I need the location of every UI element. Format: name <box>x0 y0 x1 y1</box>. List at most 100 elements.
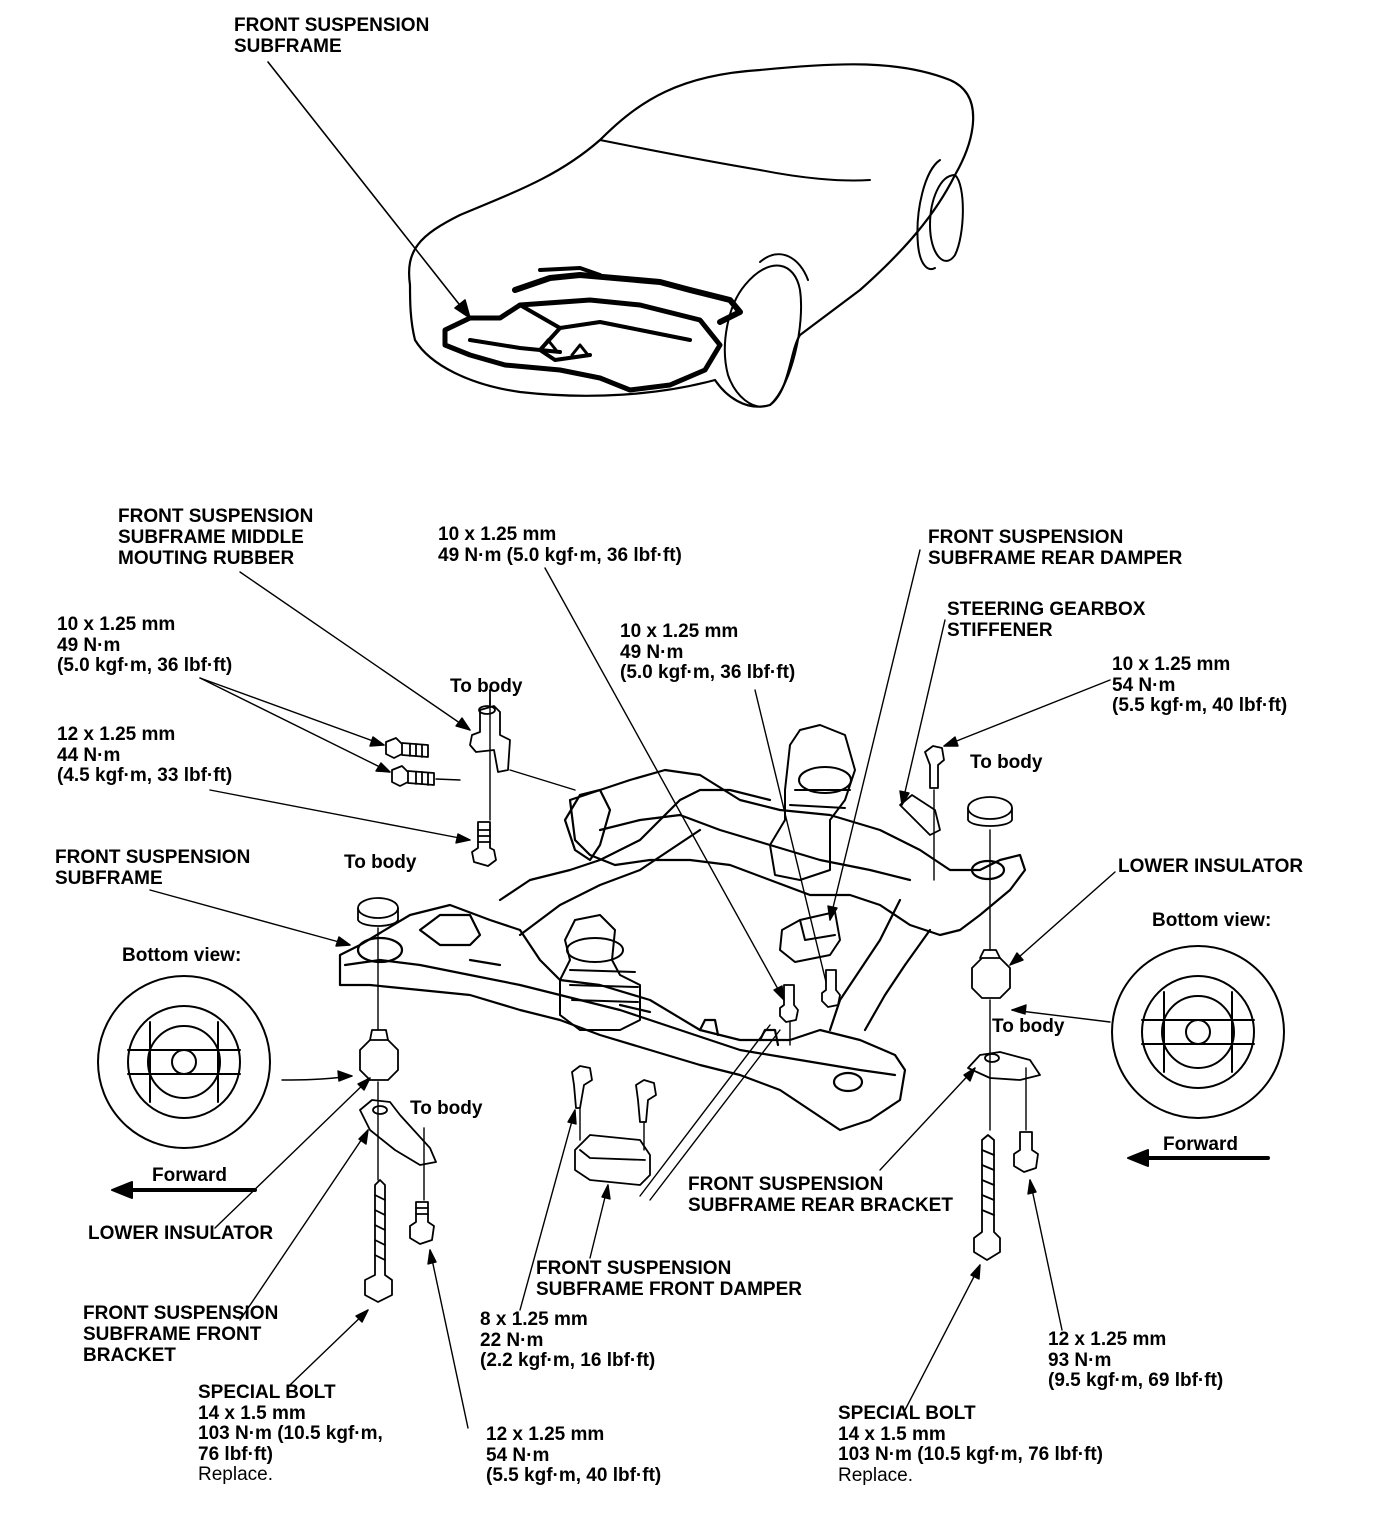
front-damper-label: FRONT SUSPENSION SUBFRAME FRONT DAMPER <box>536 1258 802 1300</box>
spec-line: (2.2 kgf·m, 16 lbf·ft) <box>480 1350 656 1371</box>
subframe-label: FRONT SUSPENSION SUBFRAME <box>55 847 250 889</box>
spec-line: (5.0 kgf·m, 36 lbf·ft) <box>57 655 233 676</box>
subframe-main <box>338 768 1027 1132</box>
front-engine-mount <box>559 914 641 1031</box>
car-leader <box>267 61 471 319</box>
car-outline <box>408 63 975 408</box>
to-body-right-top: To body <box>970 752 1043 773</box>
bottom-view-left-label: Bottom view: <box>122 945 242 966</box>
label-line: FRONT SUSPENSION <box>55 847 251 868</box>
spec-line: (9.5 kgf·m, 69 lbf·ft) <box>1048 1370 1224 1391</box>
to-body-left-bottom: To body <box>410 1098 483 1119</box>
spec-line: (4.5 kgf·m, 33 lbf·ft) <box>57 765 233 786</box>
spec-line: 10 x 1.25 mm <box>1112 654 1231 675</box>
spec-line: Replace. <box>198 1464 273 1485</box>
label-line: SUBFRAME REAR DAMPER <box>928 548 1183 569</box>
label-line: FRONT SUSPENSION <box>928 527 1124 548</box>
rear-bracket-right-part <box>967 1051 1041 1081</box>
leader-lines <box>149 549 1116 1429</box>
rear-damper-part <box>779 911 841 963</box>
spec-line: SPECIAL BOLT <box>838 1403 976 1424</box>
spec-line: 12 x 1.25 mm <box>486 1424 605 1445</box>
bolt-rear-damper-1 <box>779 984 799 1023</box>
bolt-left-upper <box>385 737 429 759</box>
label-line: SUBFRAME MIDDLE <box>118 527 304 548</box>
spec-line: 49 N·m <box>620 641 684 663</box>
label-line: SUBFRAME FRONT <box>83 1324 262 1345</box>
label-line: SUBFRAME FRONT DAMPER <box>536 1279 802 1300</box>
spec-line: (5.0 kgf·m, 36 lbf·ft) <box>620 662 796 683</box>
forward-label-left: Forward <box>152 1165 227 1186</box>
bolt-right-top <box>924 745 945 789</box>
label-line: STIFFENER <box>947 620 1053 641</box>
bolt-left-bottom <box>409 1201 435 1245</box>
bottom-view-right-label: Bottom view: <box>1152 910 1272 931</box>
spec-line: 12 x 1.25 mm <box>1048 1329 1167 1350</box>
upper-insulator-left <box>357 897 399 927</box>
spec-bottom-right-12: 12 x 1.25 mm 93 N·m (9.5 kgf·m, 69 lbf·f… <box>1048 1329 1224 1392</box>
label-line: FRONT SUSPENSION <box>83 1303 279 1324</box>
spec-line: 10 x 1.25 mm <box>438 524 557 545</box>
bolt-rear-damper-2 <box>821 969 841 1008</box>
spec-line: 93 N·m <box>1048 1349 1112 1371</box>
rear-damper-label: FRONT SUSPENSION SUBFRAME REAR DAMPER <box>928 527 1182 569</box>
spec-line: 22 N·m <box>480 1329 544 1351</box>
forward-arrow-right <box>1127 1149 1270 1167</box>
steering-stiffener-label: STEERING GEARBOX STIFFENER <box>947 599 1145 641</box>
front-bracket-label: FRONT SUSPENSION SUBFRAME FRONT BRACKET <box>83 1303 278 1366</box>
lower-insulator-right-part <box>971 949 1011 999</box>
lower-insulator-right-label: LOWER INSULATOR <box>1118 856 1304 877</box>
spec-top-center: 10 x 1.25 mm 49 N·m (5.0 kgf·m, 36 lbf·f… <box>438 524 682 566</box>
label-line: SUBFRAME <box>55 868 163 889</box>
spec-center: 10 x 1.25 mm 49 N·m (5.0 kgf·m, 36 lbf·f… <box>620 621 796 684</box>
spec-line: (5.5 kgf·m, 40 lbf·ft) <box>1112 695 1288 716</box>
forward-arrow-left <box>111 1181 257 1199</box>
rear-engine-mount <box>769 724 856 881</box>
spec-line: 103 N·m (10.5 kgf·m, <box>198 1423 383 1444</box>
lower-insulator-left-part <box>359 1029 399 1081</box>
car-subframe-label: FRONT SUSPENSION SUBFRAME <box>234 15 429 57</box>
spec-bottom-8: 8 x 1.25 mm 22 N·m (2.2 kgf·m, 16 lbf·ft… <box>480 1309 656 1372</box>
to-body-left-top: To body <box>344 852 417 873</box>
spec-left-b: 12 x 1.25 mm 44 N·m (4.5 kgf·m, 33 lbf·f… <box>57 724 233 787</box>
spec-line: 10 x 1.25 mm <box>620 621 739 642</box>
lower-insulator-left-label: LOWER INSULATOR <box>88 1223 274 1244</box>
label-line: FRONT SUSPENSION <box>536 1258 732 1279</box>
front-bracket-left-part <box>359 1099 437 1166</box>
label-line: STEERING GEARBOX <box>947 599 1146 620</box>
label-line: FRONT SUSPENSION <box>234 15 430 36</box>
label-line: SUBFRAME <box>234 36 342 57</box>
spec-line: 76 lbf·ft) <box>198 1443 273 1465</box>
spec-right-top: 10 x 1.25 mm 54 N·m (5.5 kgf·m, 40 lbf·f… <box>1112 654 1288 717</box>
label-line: FRONT SUSPENSION <box>688 1174 884 1195</box>
bolt-right-bottom <box>1013 1131 1039 1173</box>
spec-line: 10 x 1.25 mm <box>57 614 176 635</box>
label-line: MOUTING RUBBER <box>118 548 295 569</box>
bolt-middle-vertical <box>471 821 497 867</box>
upper-insulator-right <box>967 796 1013 827</box>
spec-line: 103 N·m (10.5 kgf·m, 76 lbf·ft) <box>838 1444 1103 1465</box>
spec-line: 12 x 1.25 mm <box>57 724 176 745</box>
spec-line: SPECIAL BOLT <box>198 1382 336 1403</box>
spec-line: 54 N·m <box>486 1444 550 1466</box>
bolt-front-damper-1 <box>571 1065 593 1109</box>
bolt-left-lower <box>391 765 435 787</box>
spec-left-a: 10 x 1.25 mm 49 N·m (5.0 kgf·m, 36 lbf·f… <box>57 614 233 677</box>
label-line: SUBFRAME REAR BRACKET <box>688 1195 953 1216</box>
label-line: BRACKET <box>83 1345 176 1366</box>
spec-line: 54 N·m <box>1112 674 1176 696</box>
spec-line: 49 N·m (5.0 kgf·m, 36 lbf·ft) <box>438 544 682 566</box>
special-bolt-right-part <box>973 1134 1001 1261</box>
bolt-front-damper-2 <box>635 1079 657 1123</box>
spec-line: 14 x 1.5 mm <box>198 1402 306 1424</box>
label-line: FRONT SUSPENSION <box>118 506 314 527</box>
spec-line: 14 x 1.5 mm <box>838 1423 946 1445</box>
forward-label-right: Forward <box>1163 1134 1238 1155</box>
stiffener-part <box>899 794 941 836</box>
middle-mounting-rubber-label: FRONT SUSPENSION SUBFRAME MIDDLE MOUTING… <box>118 506 313 569</box>
spec-bottom-left-12: 12 x 1.25 mm 54 N·m (5.5 kgf·m, 40 lbf·f… <box>486 1424 661 1487</box>
spec-line: 8 x 1.25 mm <box>480 1309 588 1330</box>
to-body-right-mid: To body <box>992 1016 1065 1037</box>
to-body-middle: To body <box>450 676 523 697</box>
